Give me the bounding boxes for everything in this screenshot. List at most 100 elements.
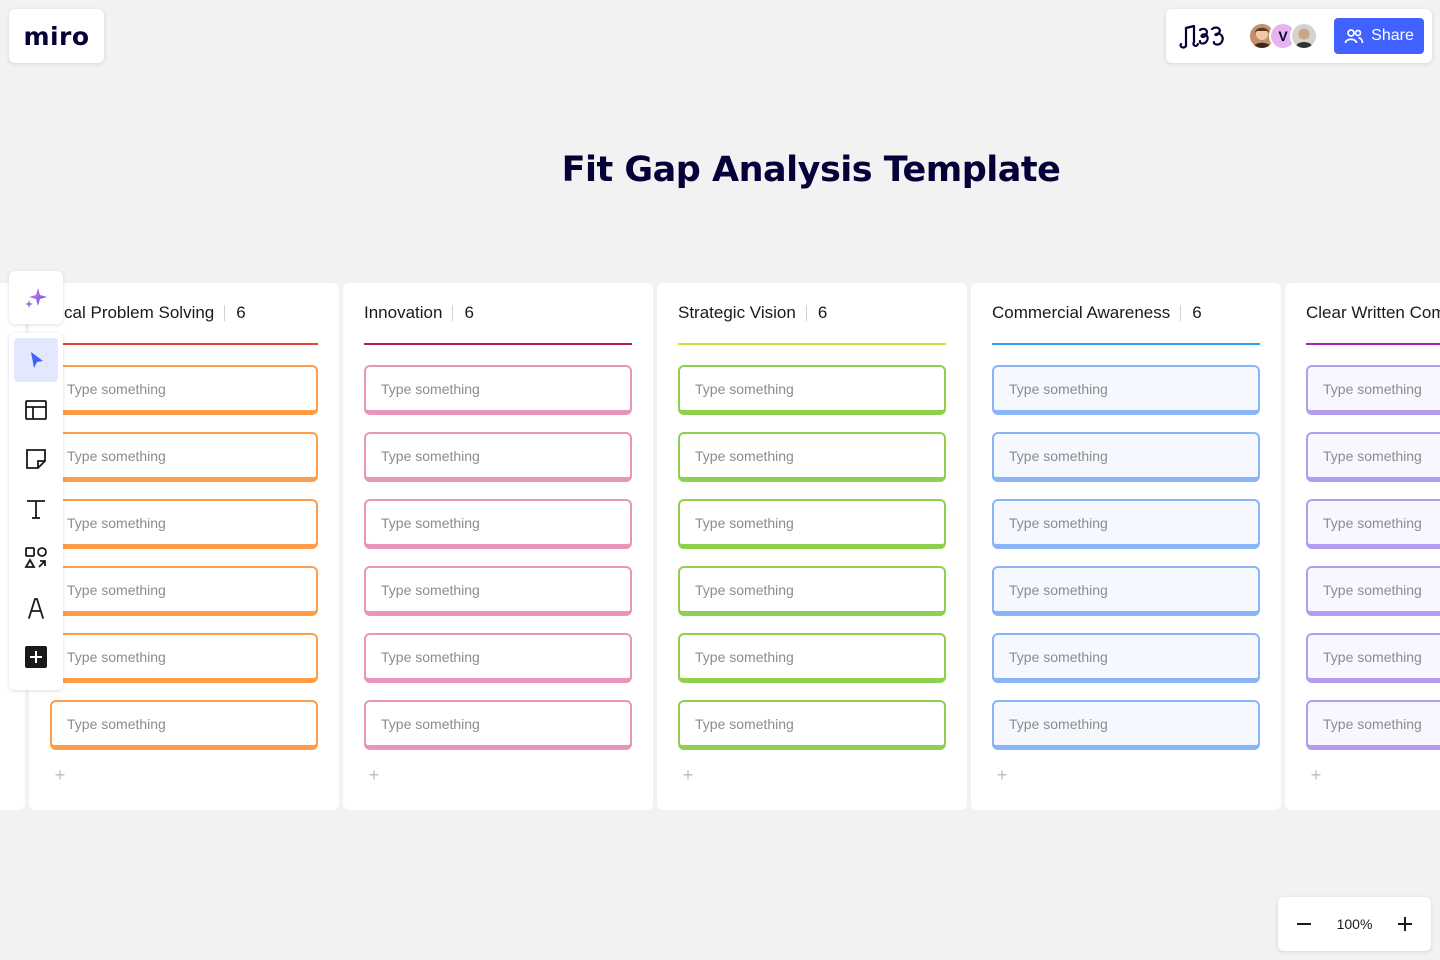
collaborator-avatars: V xyxy=(1248,22,1318,50)
card-placeholder: Type something xyxy=(695,380,794,397)
card[interactable]: Type something xyxy=(50,700,318,750)
card[interactable]: Type something xyxy=(364,633,632,683)
card[interactable]: Type something xyxy=(1306,499,1440,549)
card[interactable]: Type something xyxy=(678,432,946,482)
column-header[interactable]: Strategic Vision 6 xyxy=(678,303,827,323)
card[interactable]: Type something xyxy=(1306,365,1440,415)
zoom-out-button[interactable] xyxy=(1292,912,1316,936)
column-title: Innovation xyxy=(364,303,443,322)
templates-tool[interactable] xyxy=(14,388,58,432)
column-divider xyxy=(992,343,1260,345)
card-placeholder: Type something xyxy=(695,514,794,531)
zoom-level[interactable]: 100% xyxy=(1336,916,1373,932)
avatar-initial-text: V xyxy=(1278,28,1288,44)
card[interactable]: Type something xyxy=(364,499,632,549)
card[interactable]: Type something xyxy=(364,432,632,482)
avatar[interactable] xyxy=(1290,22,1318,50)
card[interactable]: Type something xyxy=(678,499,946,549)
card-placeholder: Type something xyxy=(1323,715,1422,732)
pen-tool[interactable] xyxy=(14,586,58,630)
select-tool[interactable] xyxy=(14,338,58,382)
card-placeholder: Type something xyxy=(1009,380,1108,397)
text-icon xyxy=(27,499,45,519)
shapes-icon xyxy=(24,547,47,568)
card[interactable]: Type something xyxy=(50,566,318,616)
column-title: Commercial Awareness xyxy=(992,303,1171,322)
card[interactable]: Type something xyxy=(992,365,1260,415)
card[interactable]: Type something xyxy=(364,566,632,616)
shapes-tool[interactable] xyxy=(14,536,58,580)
card[interactable]: Type something xyxy=(50,432,318,482)
card-placeholder: Type something xyxy=(1323,380,1422,397)
card-placeholder: Type something xyxy=(1009,581,1108,598)
people-icon xyxy=(1344,29,1364,44)
card[interactable]: Type something xyxy=(364,365,632,415)
card-placeholder: Type something xyxy=(67,648,166,665)
miro-logo[interactable]: miro xyxy=(9,9,104,63)
card[interactable]: Type something xyxy=(992,566,1260,616)
card-placeholder: Type something xyxy=(381,447,480,464)
text-tool[interactable] xyxy=(14,487,58,531)
column-title: Strategic Vision xyxy=(678,303,796,322)
zoom-in-button[interactable] xyxy=(1393,912,1417,936)
board-title[interactable]: Fit Gap Analysis Template xyxy=(561,150,1061,190)
card-placeholder: Type something xyxy=(381,581,480,598)
card-placeholder: Type something xyxy=(67,380,166,397)
add-card-button[interactable]: + xyxy=(682,764,694,785)
plus-icon xyxy=(1398,917,1412,931)
card-placeholder: Type something xyxy=(1009,514,1108,531)
card-placeholder: Type something xyxy=(1323,514,1422,531)
creation-toolbar xyxy=(9,333,63,690)
card-placeholder: Type something xyxy=(67,581,166,598)
card[interactable]: Type something xyxy=(1306,566,1440,616)
board-doodle-icon[interactable] xyxy=(1178,20,1234,52)
add-card-button[interactable]: + xyxy=(368,764,380,785)
top-right-panel: V Share xyxy=(1166,9,1432,63)
card[interactable]: Type something xyxy=(678,633,946,683)
card[interactable]: Type something xyxy=(1306,432,1440,482)
card[interactable]: Type something xyxy=(678,365,946,415)
sticky-note-tool[interactable] xyxy=(14,437,58,481)
templates-icon xyxy=(25,399,47,420)
cursor-icon xyxy=(31,352,43,368)
card-placeholder: Type something xyxy=(1009,715,1108,732)
column-count: 6 xyxy=(805,304,827,321)
add-card-button[interactable]: + xyxy=(1310,764,1322,785)
card-placeholder: Type something xyxy=(1323,581,1422,598)
card-placeholder: Type something xyxy=(381,648,480,665)
column-title: Analytical Problem Solving xyxy=(13,303,215,322)
card[interactable]: Type something xyxy=(678,700,946,750)
card-placeholder: Type something xyxy=(381,380,480,397)
card[interactable]: Type something xyxy=(678,566,946,616)
card[interactable]: Type something xyxy=(364,700,632,750)
column-divider xyxy=(50,343,318,345)
column-divider xyxy=(364,343,632,345)
card[interactable]: Type something xyxy=(1306,633,1440,683)
share-label: Share xyxy=(1371,27,1414,44)
card[interactable]: Type something xyxy=(1306,700,1440,750)
more-tools[interactable] xyxy=(14,635,58,679)
card-placeholder: Type something xyxy=(67,715,166,732)
card[interactable]: Type something xyxy=(992,700,1260,750)
add-card-button[interactable]: + xyxy=(54,764,66,785)
ai-assist-button[interactable] xyxy=(9,271,63,324)
card[interactable]: Type something xyxy=(992,432,1260,482)
card[interactable]: Type something xyxy=(50,365,318,415)
sparkle-icon xyxy=(25,287,47,308)
card[interactable]: Type something xyxy=(50,633,318,683)
logo-text: miro xyxy=(23,21,90,51)
column-header[interactable]: Clear Written Communication6 xyxy=(1306,303,1440,323)
card[interactable]: Type something xyxy=(992,633,1260,683)
card-placeholder: Type something xyxy=(1323,447,1422,464)
card[interactable]: Type something xyxy=(50,499,318,549)
card[interactable]: Type something xyxy=(992,499,1260,549)
add-card-button[interactable]: + xyxy=(996,764,1008,785)
card-placeholder: Type something xyxy=(67,514,166,531)
share-button[interactable]: Share xyxy=(1334,18,1424,54)
